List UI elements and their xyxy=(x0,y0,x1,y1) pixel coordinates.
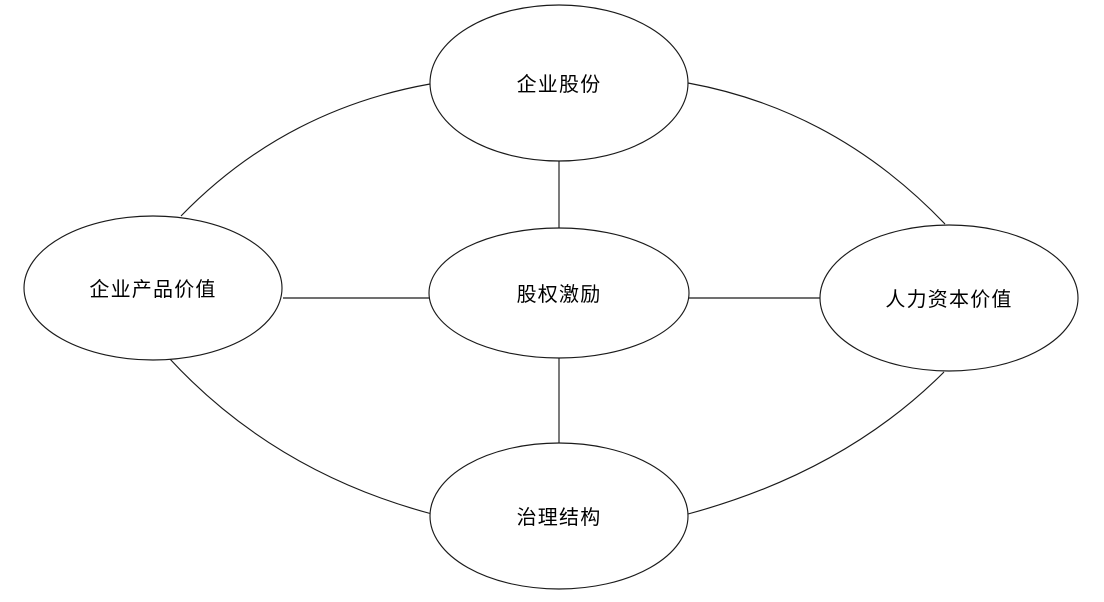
edge-left-bottom xyxy=(168,357,433,515)
edge-left-top xyxy=(180,83,431,217)
node-bottom[interactable]: 治理结构 xyxy=(429,442,689,590)
node-top[interactable]: 企业股份 xyxy=(429,4,689,162)
node-top-label: 企业股份 xyxy=(517,72,602,96)
edge-top-right xyxy=(687,82,946,225)
node-center-label: 股权激励 xyxy=(517,282,602,306)
edges-layer xyxy=(168,82,946,515)
node-right-label: 人力资本价值 xyxy=(885,287,1012,311)
edge-bottom-right xyxy=(687,371,945,515)
node-center[interactable]: 股权激励 xyxy=(428,227,690,359)
node-right[interactable]: 人力资本价值 xyxy=(819,224,1079,372)
node-left-ellipse[interactable] xyxy=(23,215,283,361)
node-bottom-label: 治理结构 xyxy=(517,505,602,529)
node-top-ellipse[interactable] xyxy=(429,4,689,162)
node-center-ellipse[interactable] xyxy=(428,227,690,359)
nodes-layer: 企业股份 企业产品价值 股权激励 人力资本价值 治理结构 xyxy=(23,4,1079,590)
node-bottom-ellipse[interactable] xyxy=(429,442,689,590)
node-right-ellipse[interactable] xyxy=(819,224,1079,372)
node-left[interactable]: 企业产品价值 xyxy=(23,215,283,361)
node-left-label: 企业产品价值 xyxy=(89,277,216,301)
